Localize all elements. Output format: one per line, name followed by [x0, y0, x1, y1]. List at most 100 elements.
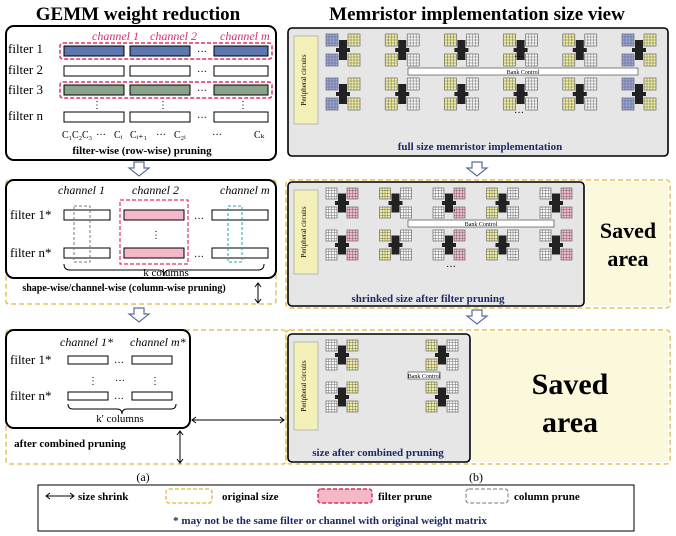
weight-row-2-seg-2	[129, 65, 191, 77]
legend-original-size: original size	[222, 491, 279, 503]
bot-row-n-ellipsis: ···	[114, 394, 124, 405]
bot-size-shrink-h-icon	[191, 416, 285, 424]
arrow-down-icon-2	[127, 307, 151, 323]
bank-control-label: Bank Control	[408, 374, 441, 380]
vdots-3: ⋮	[238, 100, 248, 111]
col-label-ci: Cᵢ	[114, 130, 123, 141]
mid-row-n-seg-m	[211, 247, 269, 259]
h-tree-connector	[335, 395, 349, 399]
mid-filter-prune-outline	[119, 199, 189, 265]
h-tree-connector	[495, 201, 510, 205]
bank-control-bar	[407, 219, 555, 228]
peripheral-block	[293, 35, 319, 125]
arrow-down-icon-3	[465, 161, 489, 177]
panel-a-title: GEMM weight reduction	[36, 4, 241, 25]
weight-row-2-seg-1	[63, 65, 125, 77]
bot-vdots-2: ⋮	[150, 376, 160, 387]
filter-prune-outline-3	[59, 81, 273, 99]
bank-control-label: Bank Control	[465, 222, 498, 228]
size-shrink-arrow-icon	[254, 282, 262, 304]
col-label-dots-2: ···	[156, 130, 166, 141]
h-tree-connector	[513, 92, 528, 96]
col-label-c2: C₂	[72, 130, 82, 141]
filter-prune-outline-1	[59, 42, 273, 60]
mid-row-1-seg-1	[63, 209, 111, 221]
legend-filter-prune: filter prune	[378, 491, 432, 503]
bank-control-bar	[407, 371, 441, 380]
panel-b-title: Memristor implementation size view	[329, 4, 625, 25]
memristor-ellipsis: ···	[446, 262, 456, 273]
h-tree-connector	[435, 395, 449, 399]
mid-row-1-seg-m	[211, 209, 269, 221]
h-tree-connector	[336, 48, 350, 52]
legend-size-shrink-icon	[45, 492, 75, 500]
arrow-down-icon-4	[465, 309, 489, 325]
bot-brace	[67, 403, 177, 415]
weight-row-1-seg-2	[129, 45, 191, 57]
mid-channel-1: channel 1	[58, 183, 105, 197]
peripheral-label: Peripheral circuits	[300, 360, 308, 411]
mid-channel-m: channel m	[220, 183, 270, 197]
saved-area-bot-line2: area	[542, 406, 598, 439]
mid-row-1-ellipsis: ···	[194, 214, 204, 225]
panel-b-sublabel: (b)	[469, 470, 483, 484]
h-tree-connector	[632, 48, 646, 52]
weight-row-3-seg-1	[63, 84, 125, 96]
bot-caption: after combined pruning	[14, 438, 126, 450]
h-tree-connector	[549, 201, 563, 205]
col-label-ci1: Cᵢ₊₁	[130, 130, 147, 141]
row-n-ellipsis: ···	[197, 113, 207, 124]
channel-label-2: channel 2	[150, 29, 197, 43]
bot-columns-label: k' columns	[96, 413, 144, 425]
bot-channel-m: channel m*	[130, 335, 186, 349]
col-label-c3: C₃	[82, 130, 92, 141]
col-label-ck: Cₖ	[254, 130, 265, 141]
weight-row-n-seg-2	[129, 111, 191, 123]
weight-row-3-seg-m	[213, 84, 269, 96]
mid-filter-1: filter 1*	[10, 207, 52, 222]
peripheral-label: Peripheral circuits	[300, 54, 308, 105]
peripheral-block	[293, 341, 319, 431]
mid-row-n-ellipsis: ···	[194, 252, 204, 263]
legend-original-size-swatch	[165, 488, 213, 504]
legend-column-prune: column prune	[514, 491, 580, 503]
full-size-caption: full size memristor implementation	[398, 141, 562, 153]
mid-channel-2: channel 2	[132, 183, 179, 197]
vdots-1: ⋮	[92, 100, 102, 111]
bank-control-label: Bank Control	[507, 70, 540, 76]
filter-label-3: filter 3	[8, 82, 43, 97]
mid-row-n-seg-1	[63, 247, 111, 259]
mid-filter-n: filter n*	[10, 245, 52, 260]
weight-row-n-seg-m	[213, 111, 269, 123]
col-label-c1: C₁	[62, 130, 72, 141]
memristor-ellipsis: ···	[514, 52, 524, 63]
h-tree-connector	[454, 92, 469, 96]
saved-area-mid-line1: Saved	[600, 218, 656, 243]
bot-row-1-seg-1	[67, 355, 109, 365]
combined-pruning-box	[5, 329, 191, 429]
arrow-down-icon	[127, 161, 151, 177]
mid-column-prune-outline-1	[73, 205, 91, 263]
filter-label-2: filter 2	[8, 62, 43, 77]
memristor-combined-pruned: Peripheral circuits Bank Control	[287, 333, 471, 463]
mid-column-prune-outline-2	[227, 205, 243, 263]
row-3-ellipsis: ···	[197, 86, 207, 97]
h-tree-connector	[336, 92, 350, 96]
h-tree-connector	[454, 48, 469, 52]
weight-row-n-seg-1	[63, 111, 125, 123]
combined-caption: size after combined pruning	[312, 447, 444, 459]
saved-area-bot	[472, 332, 668, 462]
bot-row-1-ellipsis: ···	[114, 358, 124, 369]
mid-brace	[63, 263, 265, 277]
channel-label-m: channel m	[220, 29, 270, 43]
weight-row-2-seg-m	[213, 65, 269, 77]
bot-mid-ellipsis: ···	[115, 376, 125, 387]
memristor-ellipsis: ···	[446, 206, 456, 217]
mid-vdots: ⋮	[151, 230, 161, 241]
h-tree-connector	[572, 48, 587, 52]
h-tree-connector	[395, 92, 410, 96]
panel-a-sublabel: (a)	[136, 470, 149, 484]
legend-filter-prune-swatch	[317, 488, 373, 504]
